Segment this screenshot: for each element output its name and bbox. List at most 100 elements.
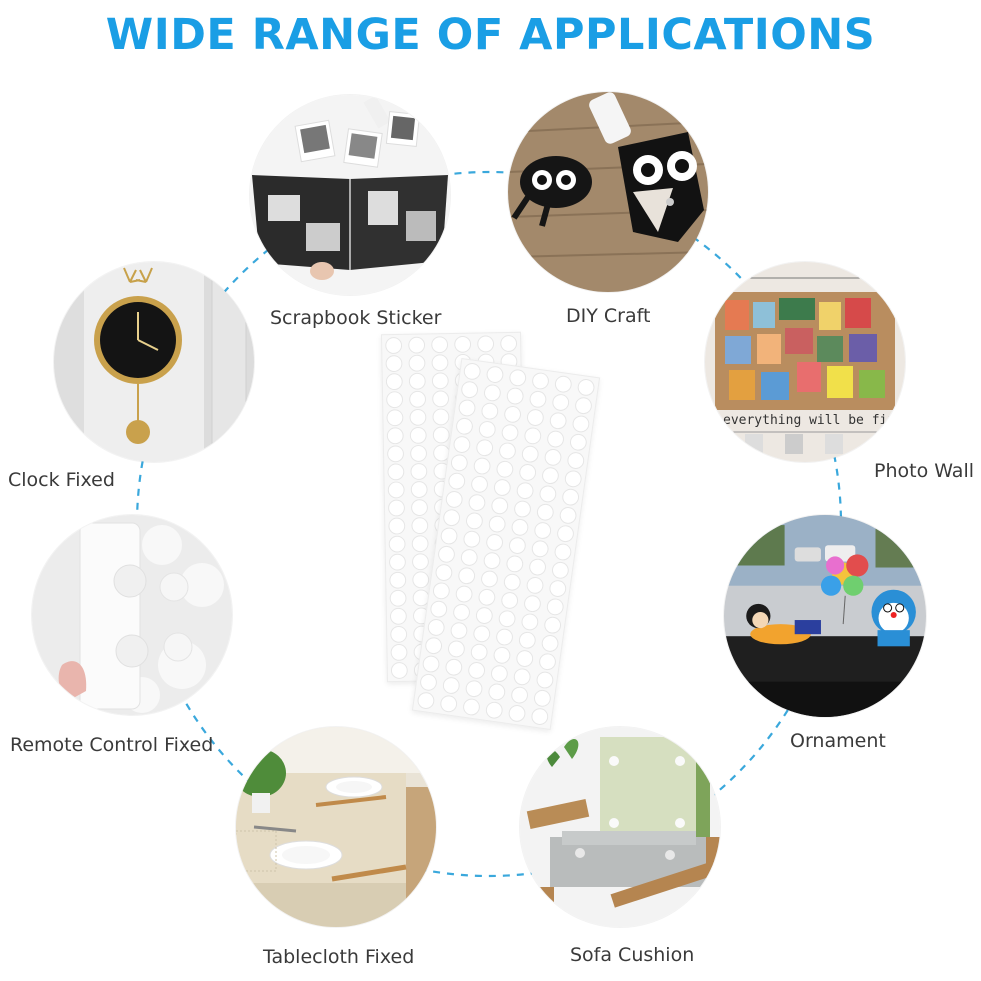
adhesive-dot: [465, 680, 483, 698]
adhesive-dot: [481, 402, 499, 420]
adhesive-dot: [542, 467, 559, 485]
adhesive-dot: [544, 616, 562, 634]
adhesive-dot: [454, 335, 472, 353]
adhesive-dot: [412, 571, 430, 589]
adhesive-dot: [508, 705, 526, 722]
adhesive-dot: [412, 553, 429, 571]
adhesive-dot: [501, 592, 519, 609]
adhesive-dot: [484, 384, 501, 402]
adhesive-dot: [410, 481, 428, 498]
felt-owl-craft-photo: [508, 92, 708, 292]
adhesive-dot: [546, 598, 564, 616]
adhesive-dot: [488, 515, 506, 533]
adhesive-dot: [422, 655, 440, 673]
adhesive-dot: [440, 695, 458, 713]
adhesive-dot: [554, 543, 572, 561]
adhesive-dot: [577, 379, 595, 396]
adhesive-dot: [390, 625, 408, 643]
label-scrapbook-sticker: Scrapbook Sticker: [270, 307, 442, 329]
adhesive-dot: [411, 499, 428, 516]
sofa-cushion-photo: [520, 727, 720, 927]
adhesive-dot: [549, 412, 567, 430]
adhesive-dot: [532, 372, 549, 390]
adhesive-dot: [496, 460, 514, 478]
adhesive-dot: [432, 426, 450, 444]
adhesive-dot: [448, 640, 465, 658]
adhesive-dot: [564, 470, 582, 488]
adhesive-dot: [506, 387, 524, 405]
adhesive-dot: [527, 409, 544, 426]
adhesive-dot: [431, 336, 449, 354]
adhesive-dot: [431, 372, 449, 390]
adhesive-dot: [511, 518, 529, 536]
adhesive-dot: [438, 545, 455, 563]
adhesive-dot: [409, 390, 426, 408]
adhesive-dot: [498, 610, 516, 628]
adhesive-dot: [509, 369, 527, 387]
adhesive-dot: [461, 381, 479, 399]
adhesive-dot: [503, 573, 521, 591]
adhesive-dot: [536, 503, 554, 521]
adhesive-dot: [448, 472, 466, 490]
adhesive-dot: [493, 479, 511, 496]
label-diy-craft: DIY Craft: [566, 305, 651, 327]
adhesive-dot: [504, 405, 521, 423]
adhesive-dot: [408, 336, 426, 354]
adhesive-dot: [524, 595, 541, 613]
adhesive-dot: [432, 390, 449, 408]
adhesive-dot: [513, 668, 531, 686]
wall-clock-photo: [54, 262, 254, 462]
adhesive-dot: [386, 409, 404, 427]
adhesive-dot: [531, 708, 549, 725]
adhesive-dot: [408, 372, 426, 390]
adhesive-dot: [473, 625, 491, 643]
adhesive-dot: [541, 635, 559, 652]
adhesive-dot: [569, 433, 587, 451]
scrapbook-photo: [250, 95, 450, 295]
adhesive-dot: [420, 673, 437, 691]
adhesive-dot: [386, 427, 404, 445]
adhesive-dot: [499, 442, 516, 460]
adhesive-dot: [554, 375, 572, 393]
remote-control-photo: [32, 515, 232, 715]
adhesive-dot: [534, 522, 552, 539]
adhesive-dot: [473, 457, 491, 475]
adhesive-dot: [387, 481, 405, 499]
label-ornament: Ornament: [790, 730, 886, 752]
adhesive-dot: [387, 445, 404, 463]
adhesive-dot: [533, 689, 551, 707]
adhesive-dot: [387, 463, 405, 481]
adhesive-dot: [511, 686, 528, 704]
adhesive-dot: [506, 555, 524, 573]
adhesive-dot: [432, 582, 450, 600]
adhesive-dot: [410, 463, 428, 480]
adhesive-dot: [531, 540, 549, 558]
adhesive-dot: [483, 552, 501, 570]
adhesive-dot: [425, 637, 443, 655]
adhesive-dot: [491, 665, 508, 683]
adhesive-dot: [463, 698, 480, 716]
adhesive-dot: [552, 394, 570, 411]
adhesive-dot: [468, 662, 485, 679]
adhesive-dot: [575, 397, 592, 415]
adhesive-dot: [466, 512, 483, 530]
adhesive-dot: [526, 577, 544, 594]
adhesive-dot: [470, 643, 488, 661]
adhesive-dot: [385, 373, 403, 391]
adhesive-dot: [567, 452, 585, 469]
adhesive-dot: [455, 585, 473, 603]
adhesive-dot: [388, 535, 406, 553]
adhesive-dot: [427, 619, 445, 636]
adhesive-dot: [478, 421, 496, 438]
adhesive-dot: [432, 408, 450, 426]
adhesive-dot: [450, 622, 468, 640]
adhesive-dot: [450, 454, 468, 472]
adhesive-dot: [409, 427, 427, 444]
adhesive-dot: [557, 525, 574, 543]
adhesive-dot: [408, 354, 426, 372]
adhesive-dot: [463, 363, 481, 380]
adhesive-dot: [390, 607, 407, 625]
adhesive-dot: [389, 553, 406, 571]
adhesive-dot: [453, 603, 470, 621]
adhesive-dot: [559, 507, 577, 524]
